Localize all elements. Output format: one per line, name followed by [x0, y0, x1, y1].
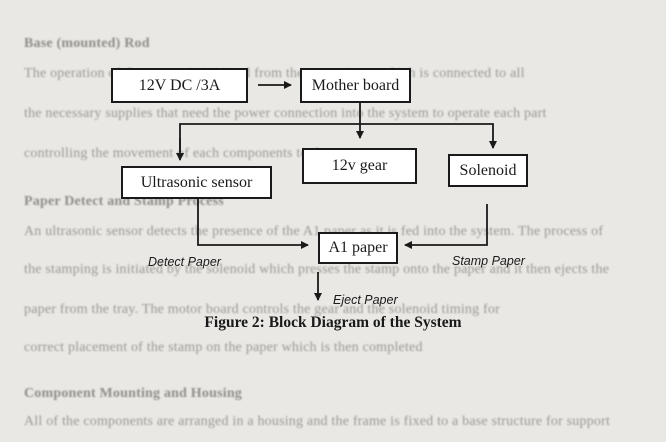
background-text-line: the necessary supplies that need the pow… — [24, 106, 547, 121]
node-motherboard: Mother board — [300, 68, 411, 103]
node-ultrasonic-sensor: Ultrasonic sensor — [121, 166, 272, 199]
node-a1-paper: A1 paper — [318, 232, 398, 264]
arrow-solenoid-to-paper — [404, 204, 488, 249]
background-text-line: the stamping is initiated by the solenoi… — [24, 262, 610, 277]
label-stamp-paper: Stamp Paper — [452, 254, 525, 268]
figure-caption: Figure 2: Block Diagram of the System — [204, 314, 462, 331]
arrow-ultrasonic-to-paper — [197, 199, 309, 249]
background-heading-3: Component Mounting and Housing — [24, 386, 243, 401]
node-power-supply: 12V DC /3A — [111, 68, 248, 103]
node-gear: 12v gear — [302, 148, 417, 184]
background-heading-1: Base (mounted) Rod — [24, 36, 150, 51]
background-text-line: controlling the movement of each compone… — [24, 146, 373, 161]
background-text-line: paper from the tray. The motor board con… — [24, 302, 500, 317]
background-text-line: correct placement of the stamp on the pa… — [24, 340, 423, 355]
label-eject-paper: Eject Paper — [333, 293, 398, 307]
background-text-line: An ultrasonic sensor detects the presenc… — [24, 224, 604, 239]
node-solenoid: Solenoid — [448, 154, 528, 187]
background-text-line: All of the components are arranged in a … — [24, 414, 611, 429]
label-detect-paper: Detect Paper — [148, 255, 221, 269]
